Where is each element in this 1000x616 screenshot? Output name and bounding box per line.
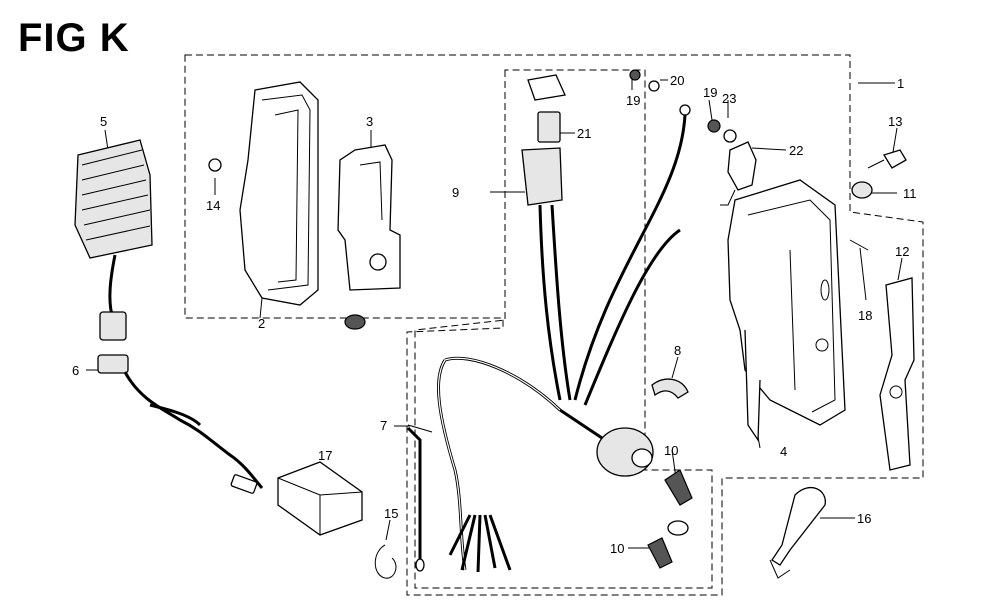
clamp-part-8 (651, 378, 689, 399)
callout-1: 1 (897, 76, 904, 91)
callout-7: 7 (380, 418, 387, 433)
assembly-outline-1 (184, 54, 924, 596)
callout-19b: 19 (703, 85, 717, 100)
assembly-outline-9 (414, 69, 713, 589)
callout-23: 23 (722, 91, 736, 106)
callout-13: 13 (888, 114, 902, 129)
figure-title: FIG K (18, 16, 130, 60)
bolt-hardware (849, 149, 907, 251)
callout-2: 2 (258, 316, 265, 331)
callout-5: 5 (100, 114, 107, 129)
callout-17: 17 (318, 448, 332, 463)
callout-14: 14 (206, 198, 220, 213)
callout-labels: 1 2 3 4 5 6 7 8 9 10 10 11 12 13 14 15 1… (72, 73, 917, 556)
wire-harness (436, 74, 691, 573)
callout-20: 20 (670, 73, 684, 88)
callout-16: 16 (857, 511, 871, 526)
regulator-rectifier (74, 139, 264, 494)
callout-21: 21 (577, 126, 591, 141)
callout-15: 15 (384, 506, 398, 521)
callout-11: 11 (903, 186, 917, 201)
clip-part-15 (374, 544, 397, 579)
callout-22: 22 (789, 143, 803, 158)
key-switch (596, 427, 654, 477)
bracket-part-22 (720, 141, 757, 206)
callout-18: 18 (858, 308, 872, 323)
control-box-cover (208, 81, 319, 306)
callout-8: 8 (674, 343, 681, 358)
bracket (337, 144, 401, 330)
callout-10b: 10 (610, 541, 624, 556)
callout-9: 9 (452, 185, 459, 200)
plate-part-12 (879, 277, 915, 471)
callout-10a: 10 (664, 443, 678, 458)
leader-lines (86, 78, 903, 549)
callout-19a: 19 (626, 93, 640, 108)
rod-part-7 (406, 424, 433, 572)
washers-nuts (629, 69, 737, 143)
callout-6: 6 (72, 363, 79, 378)
control-box-main (727, 179, 846, 443)
callout-12: 12 (895, 244, 909, 259)
strap-part-16 (769, 486, 826, 579)
callout-4: 4 (780, 444, 787, 459)
box-part-17 (277, 461, 363, 536)
callout-3: 3 (366, 114, 373, 129)
key-part-10 (647, 469, 693, 569)
